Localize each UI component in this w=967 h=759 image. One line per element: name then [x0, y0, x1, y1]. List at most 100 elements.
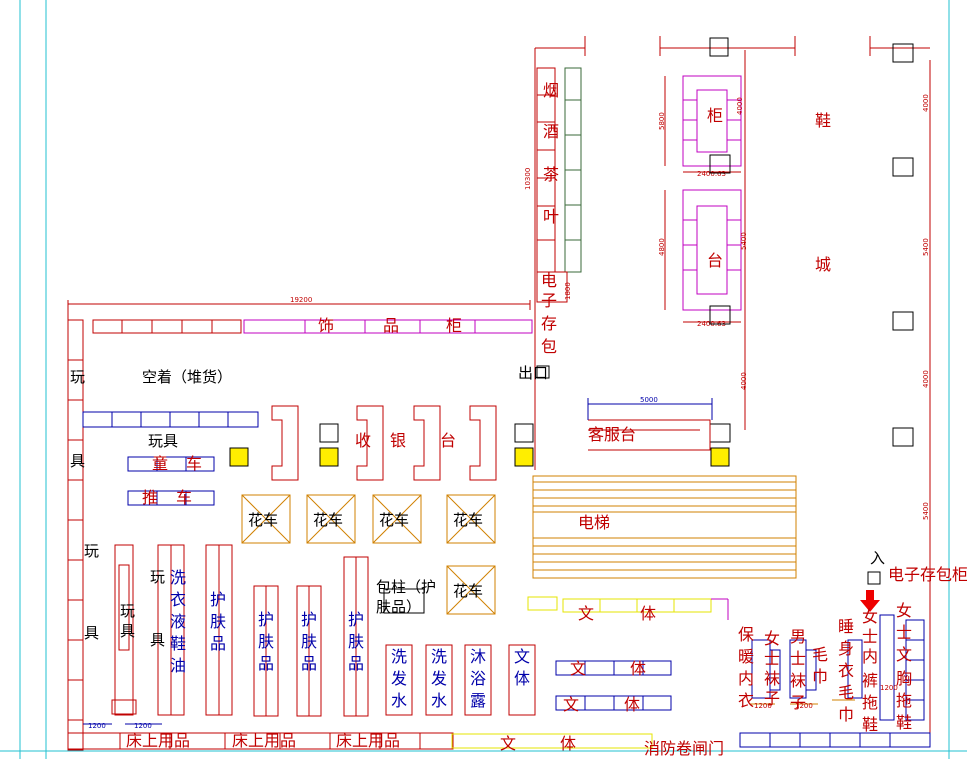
bedding-label-3: 床上用品 — [336, 731, 400, 750]
dim-4800: 4800 — [658, 238, 666, 256]
dim-1200-c: 1200 — [754, 702, 772, 710]
aisle-toy-1a: 玩 — [120, 602, 135, 620]
stationery-bottom-a: 文 — [500, 734, 516, 753]
wash-hair-1c: 水 — [391, 691, 407, 710]
exit-label: 出口 — [518, 364, 548, 382]
pajama-5: 巾 — [838, 705, 854, 724]
e-locker-label-4: 包 — [541, 337, 557, 356]
e-locker-label-3: 存 — [541, 314, 557, 333]
bedding-label-1: 床上用品 — [126, 731, 190, 750]
women-under-3: 内 — [862, 647, 878, 666]
toy-wall-label-1: 玩 — [70, 368, 85, 386]
thermal-1: 保 — [738, 625, 754, 644]
cashier-label-3: 台 — [440, 431, 456, 450]
women-socks-2: 士 — [764, 649, 780, 668]
tobacco-shelf — [536, 67, 582, 303]
bedding-label-2: 床上用品 — [232, 731, 296, 750]
stroller-shelves — [127, 456, 215, 506]
men-socks-4: 子 — [790, 693, 806, 712]
exit-marker — [536, 365, 550, 379]
accessory-label-1: 饰 — [318, 316, 334, 335]
counter-label: 台 — [707, 251, 723, 270]
skincare-d-3: 品 — [348, 654, 364, 673]
dim-5400-right-1: 5400 — [922, 238, 930, 256]
stationery-bottom-b: 体 — [560, 734, 576, 753]
toy-label: 玩具 — [148, 432, 178, 450]
clothing-shelves — [739, 614, 931, 748]
fire-passage-label: 消防卷闸门 — [644, 739, 724, 758]
dim-1200-d: 1200 — [795, 702, 813, 710]
skincare-b-2: 肤 — [258, 632, 274, 651]
dim-1200-b: 1200 — [134, 722, 152, 730]
stationery-shelves — [451, 596, 729, 749]
skincare-c-2: 肤 — [301, 632, 317, 651]
wash-hair-1b: 发 — [391, 669, 407, 688]
dim-5400-cabinet: 5400 — [740, 232, 748, 250]
dim-4000-right-1: 4000 — [740, 372, 748, 390]
cabinet-label: 柜 — [707, 106, 723, 125]
skincare-d-1: 护 — [348, 610, 364, 629]
detergent-5: 油 — [170, 656, 186, 675]
aisle-shelves — [111, 544, 536, 717]
e-locker-right-label: 电子存包柜 — [888, 565, 967, 584]
e-locker-label-1: 电 — [541, 271, 557, 290]
detergent-4: 鞋 — [170, 634, 186, 653]
bag-skincare-2: 肤品） — [376, 598, 421, 616]
skincare-b-1: 护 — [258, 610, 274, 629]
service-counter — [588, 419, 711, 451]
cabinet-dimensions — [664, 76, 741, 323]
toy-wall-label-2: 具 — [70, 452, 85, 470]
women-bra-4: 胸 — [896, 669, 912, 688]
stationery-1a: 文 — [578, 604, 594, 623]
wash-hair-2c: 水 — [431, 691, 447, 710]
men-socks-1: 男 — [790, 627, 806, 646]
dim-5400-right-2: 5400 — [922, 502, 930, 520]
dim-1200-a: 1200 — [88, 722, 106, 730]
stationery-3a: 文 — [563, 695, 579, 714]
bag-skincare-1: 包柱（护 — [376, 578, 436, 596]
women-bra-6: 鞋 — [896, 713, 912, 732]
pajama-1: 睡 — [838, 617, 854, 636]
shoe-city-label-1: 鞋 — [815, 111, 831, 130]
skincare-b-3: 品 — [258, 654, 274, 673]
stationery-v-2: 体 — [514, 669, 530, 688]
women-bra-5: 拖 — [896, 691, 912, 710]
women-under-1: 女 — [862, 607, 878, 626]
aisle-toy-1b: 具 — [120, 622, 135, 640]
skincare-d-2: 肤 — [348, 632, 364, 651]
flower-cart-label-1: 花车 — [248, 511, 278, 529]
accessory-label-2: 品 — [383, 316, 399, 335]
entrance-arrow-icon — [860, 590, 880, 612]
idle-area-label: 空着（堆货） — [142, 368, 232, 386]
toy-shelf — [82, 411, 259, 428]
skincare-a-3: 品 — [210, 634, 226, 653]
tobacco-label-3: 茶 — [543, 165, 559, 184]
women-bra-2: 士 — [896, 623, 912, 642]
flower-cart-label-5: 花车 — [453, 582, 483, 600]
shower-gel-2: 浴 — [470, 669, 486, 688]
skincare-a-2: 肤 — [210, 612, 226, 631]
dim-2400-top: 2400.63 — [697, 170, 726, 178]
detergent-1: 洗 — [170, 568, 186, 587]
cabinet-block — [682, 75, 742, 311]
women-under-4: 裤 — [862, 671, 878, 690]
escalator — [532, 475, 797, 579]
tobacco-label-2: 酒 — [543, 122, 559, 141]
service-label: 客服台 — [588, 425, 636, 444]
towel-1: 毛 — [812, 645, 828, 664]
service-dimension — [587, 398, 713, 420]
cashier-label-2: 银 — [390, 431, 406, 450]
accessory-shelf — [92, 319, 533, 334]
men-socks-2: 士 — [790, 649, 806, 668]
dim-10300: 10300 — [524, 168, 532, 190]
flower-cart-label-4: 花车 — [453, 511, 483, 529]
stroller-label-2a: 推 — [142, 488, 158, 507]
left-toy-label-2: 具 — [84, 624, 99, 642]
women-bra-3: 文 — [896, 645, 912, 664]
shower-gel-1: 沐 — [470, 647, 486, 666]
e-locker-label-2: 子 — [541, 291, 557, 310]
skincare-c-1: 护 — [301, 610, 317, 629]
dim-4000-cabinet: 4000 — [736, 97, 744, 115]
